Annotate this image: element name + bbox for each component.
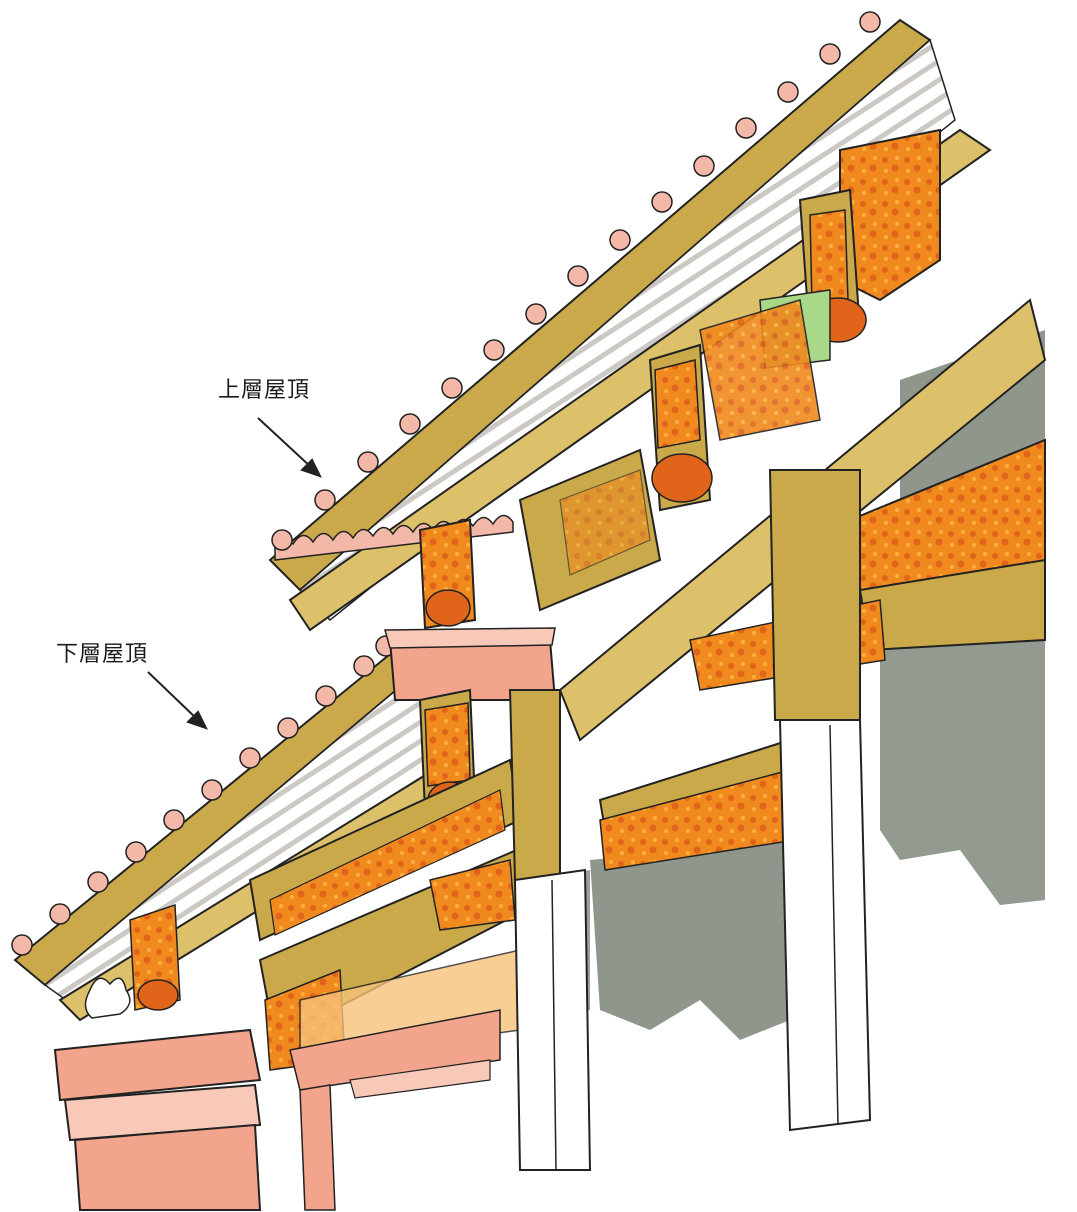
- upper-roof-tiles: [271, 11, 881, 561]
- upper-roof-arrow-line: [257, 417, 313, 469]
- lower-roof-label: 下層屋頂: [56, 642, 149, 667]
- lower-brackets: [129, 688, 547, 1071]
- lower-roof-arrowhead: [186, 710, 208, 730]
- plinth-and-wall: [53, 1009, 501, 1211]
- lower-cap-block: [384, 627, 557, 701]
- lower-roof-tiles: [11, 635, 397, 956]
- lower-roof-arrow-line: [147, 671, 199, 721]
- upper-roof-label: 上層屋頂: [218, 378, 311, 403]
- upper-brackets: [418, 128, 941, 630]
- callout-arrows: [147, 417, 322, 730]
- cloud-ornament: [84, 977, 131, 1019]
- columns: [508, 469, 872, 1171]
- upper-roof-arrowhead: [300, 458, 322, 478]
